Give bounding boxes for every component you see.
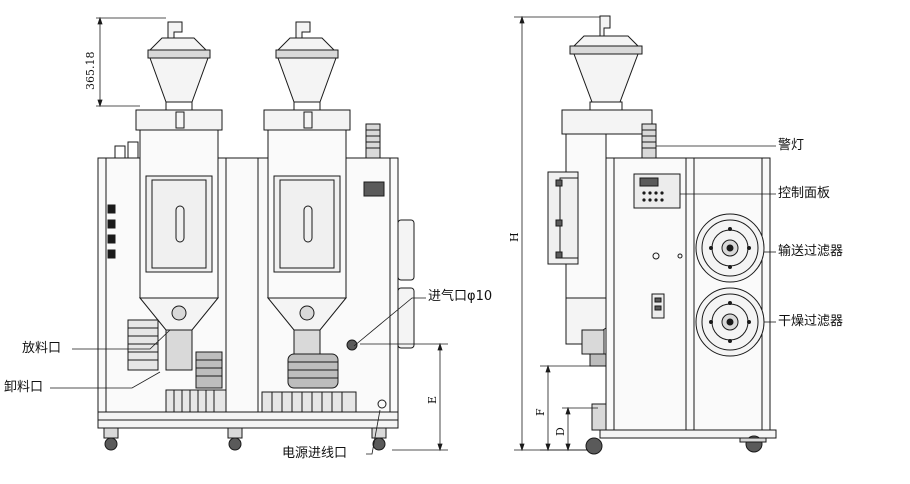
label-discharge-port: 放料口 bbox=[22, 341, 62, 356]
label-conveying-filter: 输送过滤器 bbox=[778, 244, 844, 259]
front-casters bbox=[103, 427, 387, 451]
dim-F bbox=[540, 364, 604, 452]
dim-hopper-height bbox=[96, 16, 166, 108]
dim-E-text: E bbox=[426, 395, 439, 404]
side-drying-filter bbox=[695, 287, 765, 357]
label-control-panel: 控制面板 bbox=[778, 186, 831, 201]
dim-F-text: F bbox=[534, 408, 547, 416]
dim-hopper-height-text: 365.18 bbox=[84, 51, 97, 91]
dim-E bbox=[360, 342, 448, 452]
side-view bbox=[514, 15, 777, 455]
label-power-inlet: 电源进线口 bbox=[282, 446, 348, 461]
front-fan-stack bbox=[365, 123, 381, 159]
side-leaders bbox=[656, 145, 776, 323]
front-view bbox=[50, 16, 448, 455]
dim-H-text: H bbox=[508, 232, 521, 242]
front-leaders bbox=[50, 297, 426, 455]
label-warning-light: 警灯 bbox=[778, 138, 805, 153]
front-display-box bbox=[363, 181, 385, 197]
dim-D-text: D bbox=[554, 427, 567, 436]
label-air-inlet: 进气口φ10 bbox=[428, 289, 493, 304]
label-drying-filter: 干燥过滤器 bbox=[778, 314, 844, 329]
front-unit-2 bbox=[261, 21, 387, 413]
label-unload-port: 卸料口 bbox=[4, 380, 44, 395]
dim-D bbox=[562, 406, 598, 452]
front-unit-1 bbox=[127, 21, 227, 413]
dim-H bbox=[514, 15, 600, 452]
side-warning-light bbox=[641, 123, 657, 159]
side-conveying-filter bbox=[695, 213, 765, 283]
